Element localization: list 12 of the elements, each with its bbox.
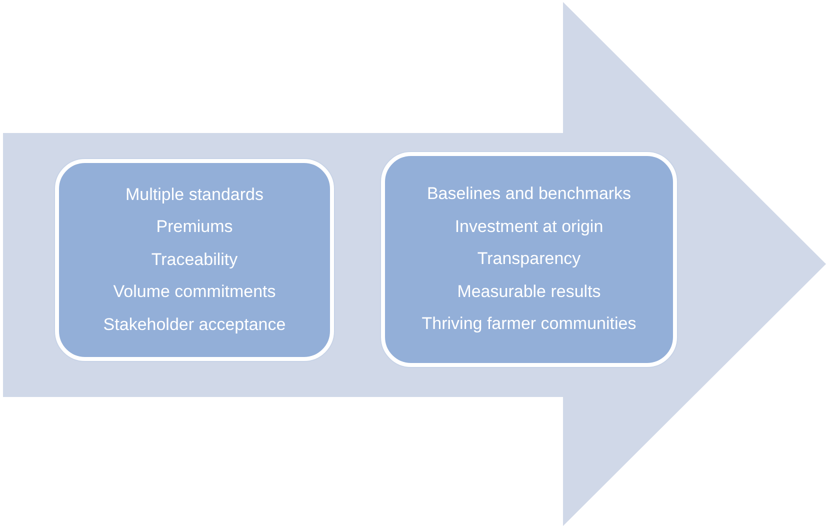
list-item: Traceability — [151, 248, 238, 271]
list-item: Measurable results — [457, 280, 601, 303]
list-item: Volume commitments — [113, 281, 276, 304]
list-item: Transparency — [477, 248, 581, 270]
list-item: Premiums — [156, 216, 233, 238]
list-item: Investment at origin — [454, 216, 604, 238]
list-item: Thriving farmer communities — [422, 313, 636, 336]
list-item: Stakeholder acceptance — [103, 314, 286, 336]
list-item: Baselines and benchmarks — [426, 183, 632, 206]
text-box — [381, 152, 677, 367]
text-box — [55, 159, 334, 361]
list-item: Multiple standards — [126, 184, 264, 206]
